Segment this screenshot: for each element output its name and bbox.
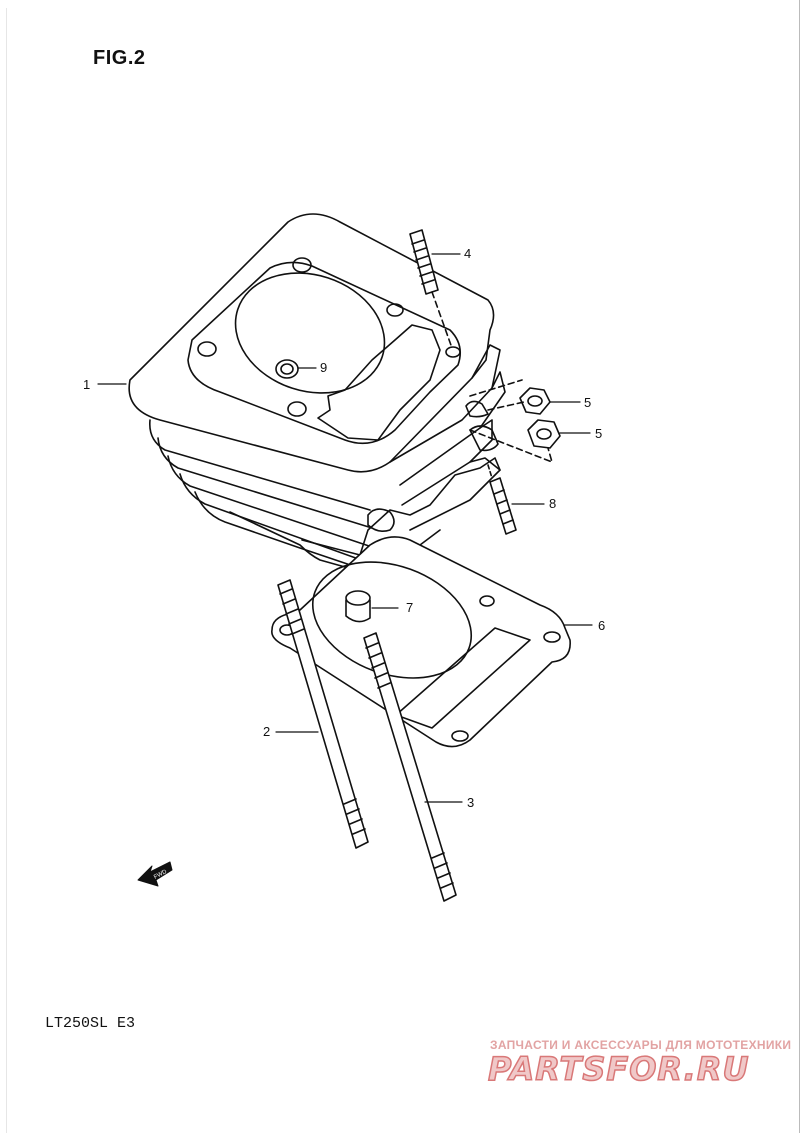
callout-5-upper: 5	[584, 395, 592, 410]
callout-4: 4	[464, 246, 472, 261]
model-code: LT250SL E3	[45, 1015, 136, 1032]
figure-title: FIG.2	[93, 47, 146, 69]
watermark-tagline: ЗАПЧАСТИ И АКСЕССУАРЫ ДЛЯ МОТОТЕХНИКИ	[490, 1038, 792, 1052]
cylinder-part	[128, 213, 506, 576]
forward-arrow-icon	[137, 861, 173, 887]
watermark-logo: PARTSFOR.RU	[487, 1049, 750, 1089]
stud-8-part	[487, 464, 517, 535]
callout-7: 7	[406, 600, 414, 615]
nut-5-upper	[519, 387, 551, 415]
page-margin-line	[6, 8, 7, 1133]
stud-2-part	[277, 579, 369, 849]
nut-5-lower	[527, 419, 561, 449]
callout-leaders	[97, 253, 593, 803]
stud-3-part	[363, 632, 457, 902]
callout-3: 3	[467, 795, 475, 810]
callout-8: 8	[549, 496, 557, 511]
callout-5-lower: 5	[595, 426, 603, 441]
dowel-pin-7-part	[345, 590, 371, 623]
stud-4-part	[409, 229, 453, 349]
callout-6: 6	[598, 618, 606, 633]
callout-1: 1	[83, 377, 91, 392]
callout-2: 2	[263, 724, 271, 739]
callout-9: 9	[320, 360, 328, 375]
